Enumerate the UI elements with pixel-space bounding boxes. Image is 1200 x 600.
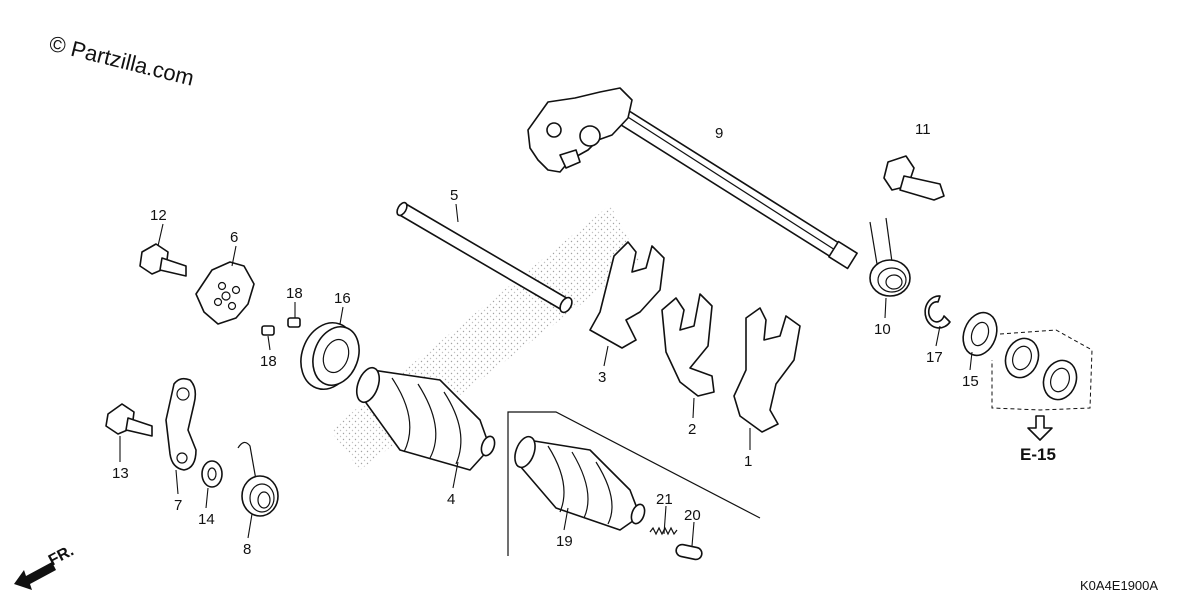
callout-4: 4 <box>447 491 455 508</box>
callout-11: 11 <box>915 121 931 138</box>
watermark-text: © Partzilla.com <box>47 31 197 91</box>
leader-lines <box>119 203 973 547</box>
shadow-band <box>330 205 640 470</box>
diagram-code: K0A4E1900A <box>1080 578 1158 593</box>
guide-shaft-part <box>396 201 573 314</box>
inset-frame <box>507 411 761 556</box>
front-direction-indicator: FR. <box>14 542 77 590</box>
needle-bearing-part <box>1004 337 1078 401</box>
callout-18-bottom: 18 <box>260 353 277 370</box>
spring-21-part <box>649 526 678 536</box>
circlip-17-part <box>924 295 951 329</box>
callout-7: 7 <box>174 497 182 514</box>
bolt-13-part <box>105 403 153 437</box>
front-arrow-icon <box>14 562 56 590</box>
pin-18b-part <box>261 325 275 336</box>
callout-13: 13 <box>112 465 129 482</box>
callout-20: 20 <box>684 507 701 524</box>
callout-8: 8 <box>243 541 251 558</box>
bolt-11-part <box>883 155 945 201</box>
shift-fork-1-part <box>733 307 801 433</box>
shift-spindle-part <box>527 87 858 270</box>
callout-15: 15 <box>962 373 979 390</box>
callout-1: 1 <box>744 453 752 470</box>
star-plate-part <box>195 261 255 325</box>
reference-group-outline <box>991 329 1093 411</box>
callout-12: 12 <box>150 207 167 224</box>
bearing-16-part <box>300 322 360 390</box>
reference-label: E-15 <box>1020 445 1056 464</box>
callout-labels: 9 11 5 12 6 18 16 18 3 2 1 10 17 15 13 7… <box>112 121 979 558</box>
shift-fork-2-part <box>661 293 715 397</box>
washer-14-part <box>201 460 223 488</box>
shift-drum-part <box>355 366 496 471</box>
callout-19: 19 <box>556 533 573 550</box>
washer-15-part <box>962 311 998 357</box>
callout-9: 9 <box>715 125 723 142</box>
stopper-arm-7-part <box>165 377 197 471</box>
callout-6: 6 <box>230 229 238 246</box>
spring-8-part <box>237 441 279 517</box>
spring-10-part <box>869 217 911 297</box>
callout-18-top: 18 <box>286 285 303 302</box>
stopper-arm-hole <box>176 387 190 401</box>
stopper-arm-hole-b <box>176 452 188 464</box>
callout-17: 17 <box>926 349 943 366</box>
callout-14: 14 <box>198 511 215 528</box>
bolt-12-part <box>139 243 187 277</box>
callout-10: 10 <box>874 321 891 338</box>
callout-16: 16 <box>334 290 351 307</box>
pin-20-part <box>675 543 703 561</box>
pin-18-part <box>287 317 301 328</box>
reference-arrow-icon <box>1027 415 1053 441</box>
shift-drum-19-part <box>514 435 646 531</box>
shift-fork-3-part <box>589 241 665 349</box>
callout-21: 21 <box>656 491 673 508</box>
callout-3: 3 <box>598 369 606 386</box>
callout-5: 5 <box>450 187 458 204</box>
callout-2: 2 <box>688 421 696 438</box>
